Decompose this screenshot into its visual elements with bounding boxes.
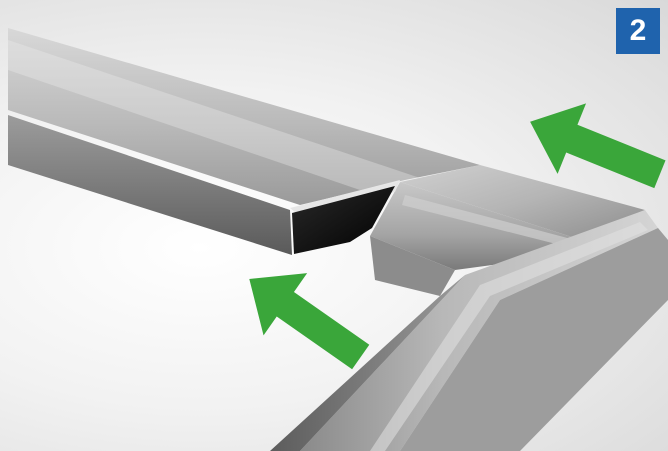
push-arrow-upper [530,103,666,189]
right-member-top-face [400,165,645,238]
step-number-badge: 2 [616,8,660,54]
left-tube [8,28,480,255]
left-tube-top-sheen [8,40,420,190]
vertical-member-side-face [270,275,465,451]
vertical-member-top-face [300,210,658,451]
vertical-member-outer-face [400,228,668,451]
left-tube-top-face [8,28,480,205]
push-arrow-icon [249,273,370,370]
push-arrow-icon [530,103,666,189]
right-member-edge-highlight [402,195,575,248]
vertical-frame-member [270,210,668,451]
push-arrow-lower [249,273,370,370]
left-tube-end-rim [290,180,400,213]
left-tube-side-face [8,115,292,255]
right-frame-member [370,165,645,296]
left-tube-hollow-end [292,186,395,254]
vertical-member-ridge [370,222,648,451]
right-member-lower-face [370,236,455,296]
